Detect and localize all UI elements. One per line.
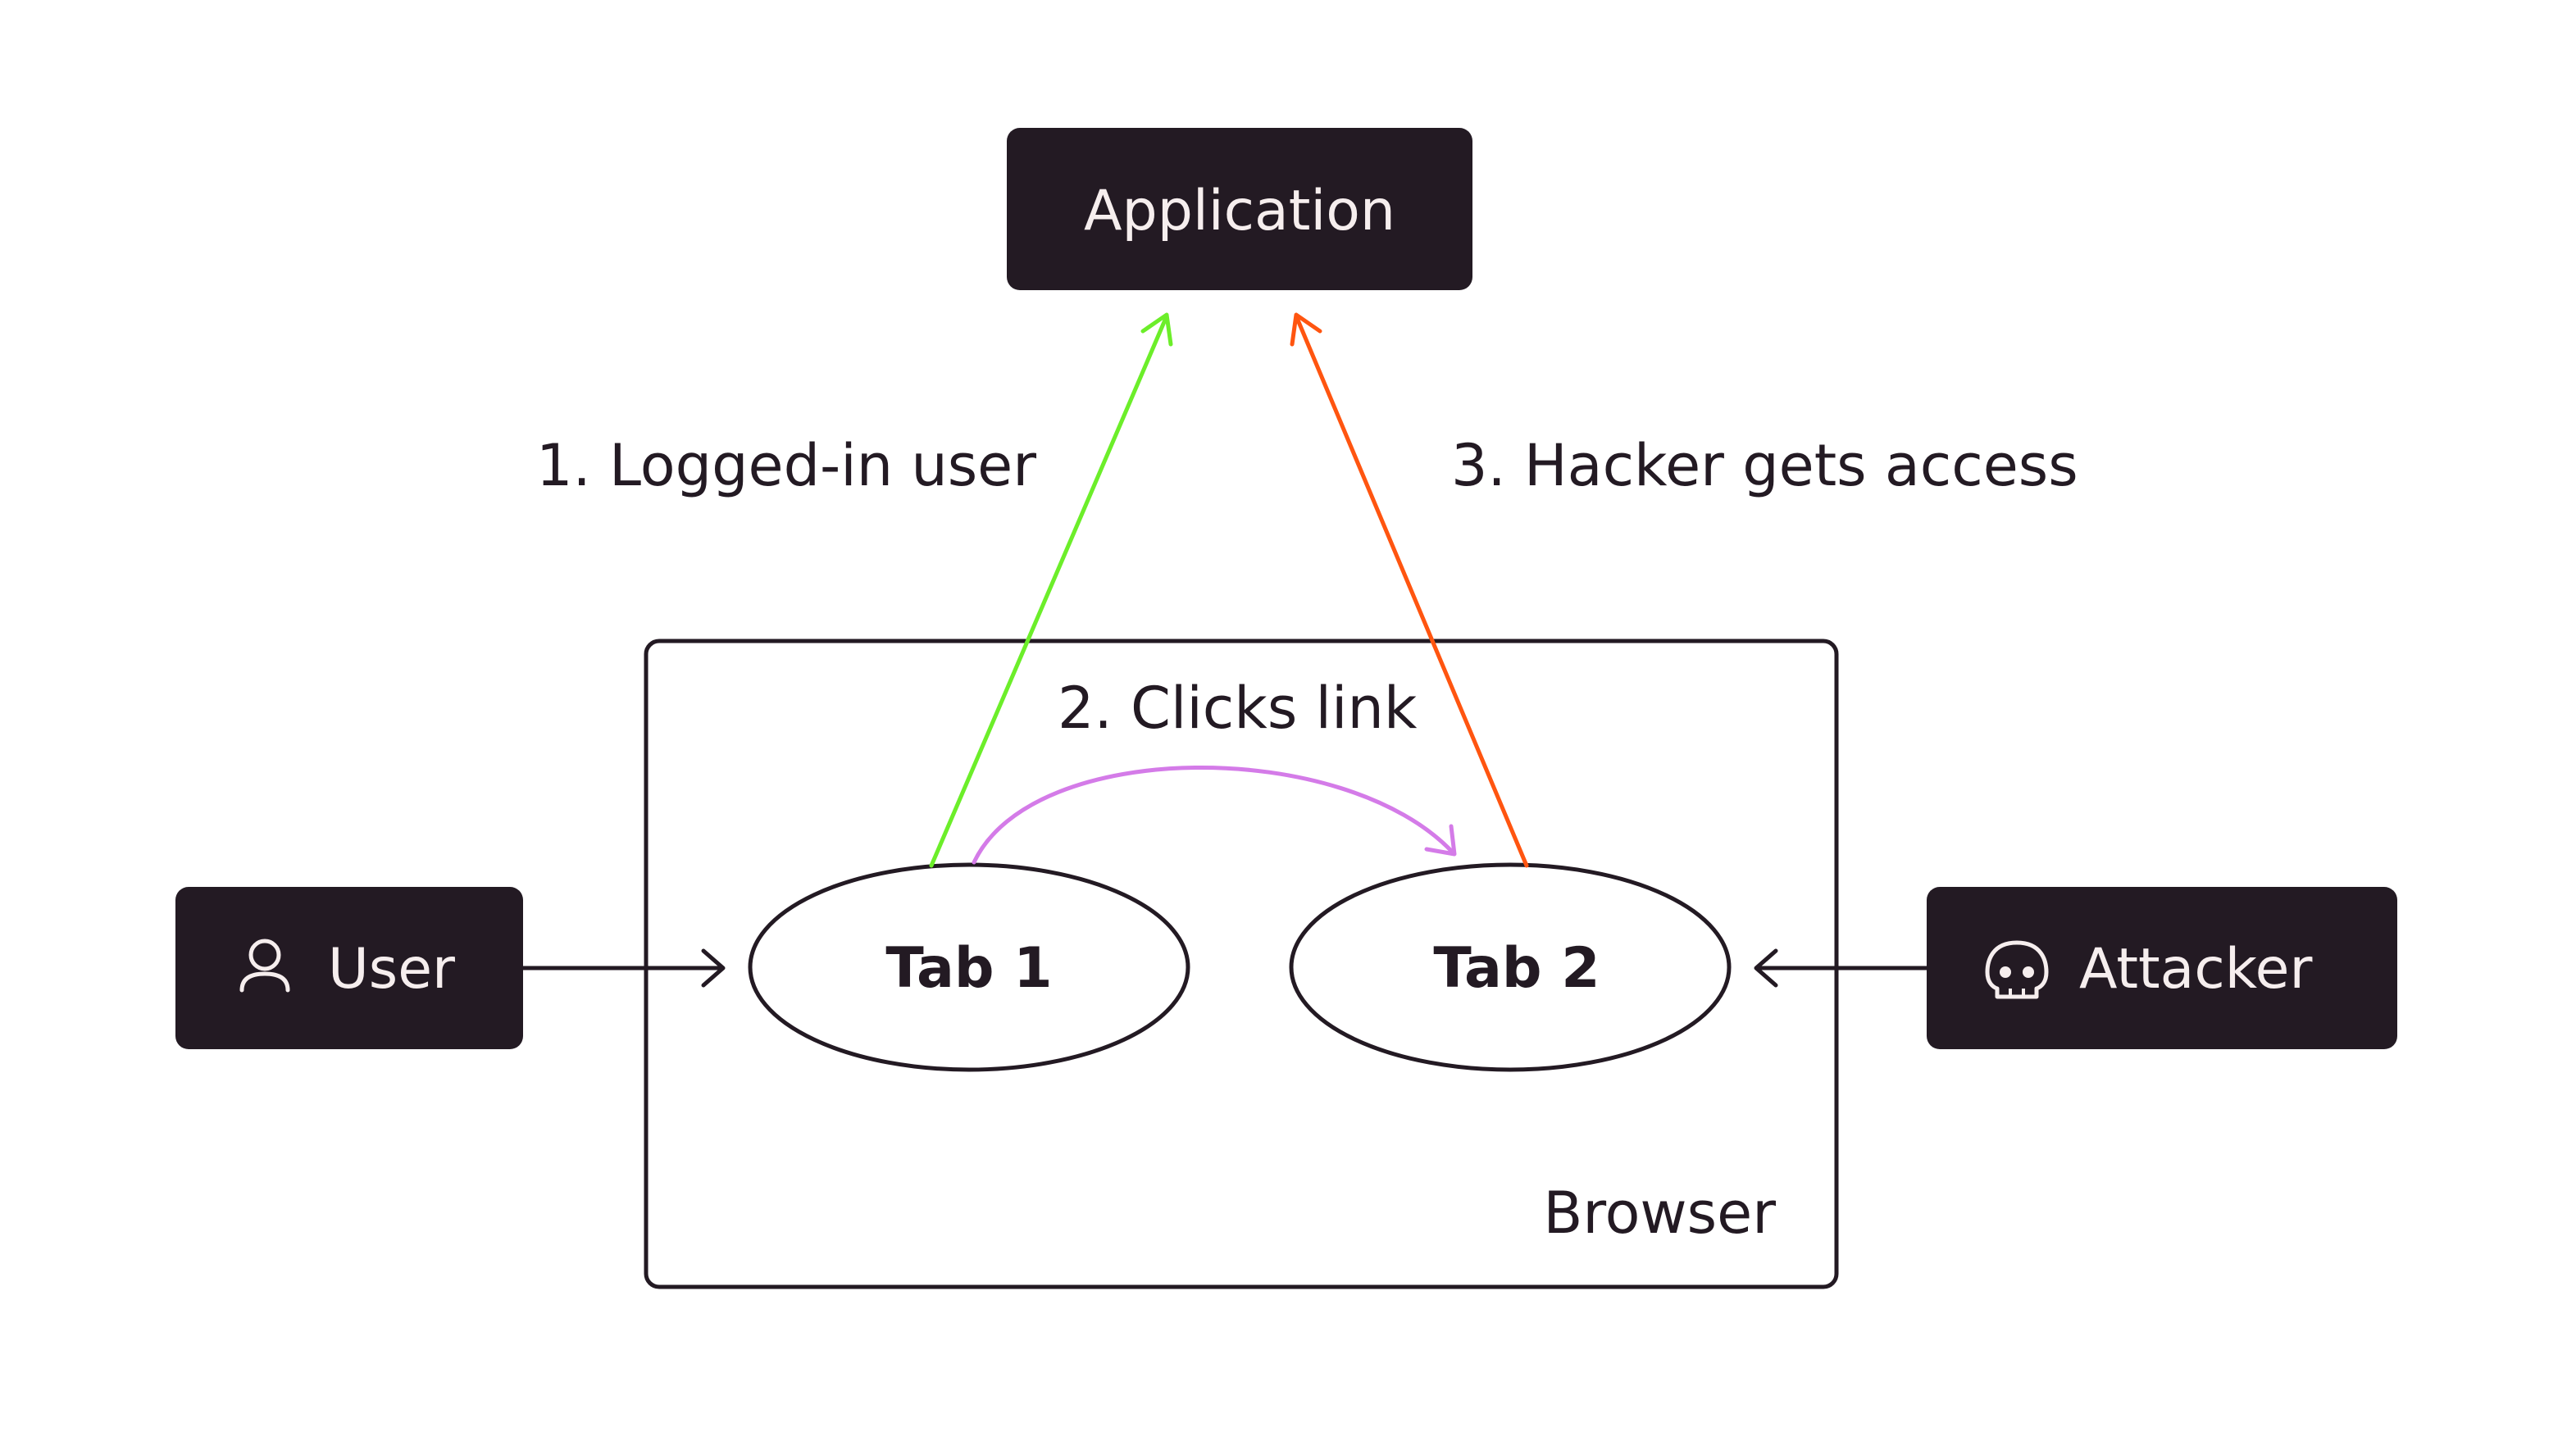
- tab1-label: Tab 1: [885, 936, 1052, 1001]
- step1-label: 1. Logged-in user: [536, 432, 1036, 499]
- skull-icon: [1985, 940, 2049, 999]
- step2-label: 2. Clicks link: [1058, 675, 1418, 742]
- attacker-to-tab2-arrow: [1754, 948, 1929, 988]
- attacker-box: [1927, 887, 2397, 1049]
- browser-label: Browser: [1543, 1180, 1776, 1247]
- user-box: [175, 887, 523, 1049]
- step1-arrow: [929, 312, 1173, 868]
- application-box: [1007, 128, 1472, 290]
- tab2-label: Tab 2: [1433, 936, 1600, 1001]
- tab1-node: [748, 862, 1190, 1072]
- tab2-node: [1289, 862, 1732, 1072]
- attacker-label: Attacker: [2079, 937, 2312, 1002]
- step3-arrow: [1290, 312, 1529, 868]
- user-icon: [239, 939, 290, 993]
- step3-label: 3. Hacker gets access: [1451, 432, 2078, 499]
- user-label: User: [328, 937, 455, 1002]
- user-to-tab1-arrow: [521, 948, 726, 988]
- browser-container: [644, 639, 1839, 1289]
- application-label: Application: [1084, 179, 1395, 243]
- step2-arrow: [972, 766, 1457, 865]
